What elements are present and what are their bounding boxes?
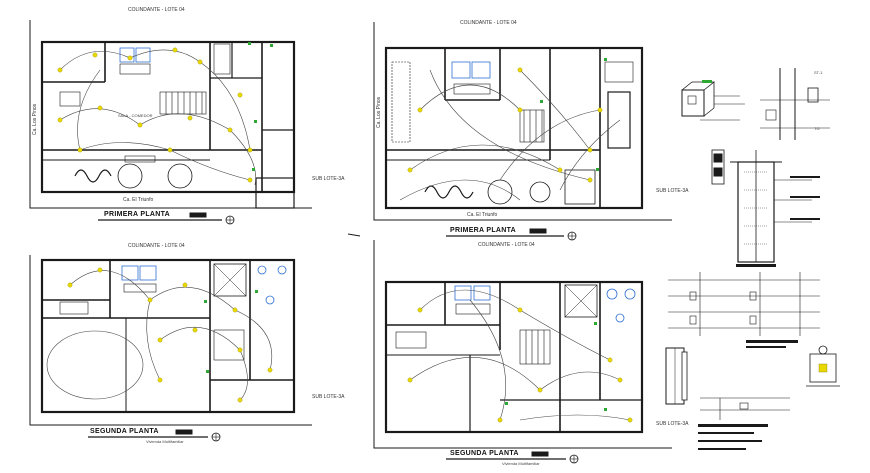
plan-2-bottom-label: Ca. El Triunfo <box>467 212 498 218</box>
plan-3-subtitle: Vivienda Multifamiliar <box>146 439 184 444</box>
plan-4-fixtures <box>407 307 633 423</box>
plan-3-fixtures <box>67 267 273 403</box>
plan-1-switches <box>248 42 273 171</box>
plan-2-below-label: COLINDANTE - LOTE 04 <box>478 242 535 248</box>
plan-1-top-label: COLINDANTE - LOTE 04 <box>128 7 185 13</box>
detail-meter-box <box>681 80 745 121</box>
plan-4-floor <box>373 240 672 449</box>
plan-3-floor <box>29 255 312 426</box>
plan-1-right-label: SUB LOTE-3A <box>312 176 345 182</box>
detail-grounding-well <box>711 149 820 267</box>
plan-3-title-block <box>88 429 221 442</box>
detail-riser <box>760 68 830 140</box>
plan-1-side-label: Ca. Los Pinos <box>32 103 38 135</box>
detail-lamp <box>806 345 840 387</box>
plan-3-right-label: SUB LOTE-3A <box>312 394 345 400</box>
detail-notes <box>698 397 790 450</box>
stray-mark <box>347 233 361 237</box>
plan-1-bottom-label: Ca. El Triunfo <box>123 197 154 203</box>
plan-2-top-label: COLINDANTE - LOTE 04 <box>460 20 517 26</box>
plan-4-title-block <box>446 451 579 464</box>
plan-2-side-label: Ca. Los Pinos <box>376 96 382 128</box>
plan-3-top-label: COLINDANTE - LOTE 04 <box>128 243 185 249</box>
plan-4-switches <box>505 322 607 411</box>
plan-2-floor <box>373 22 672 221</box>
plan-2-title-block <box>446 228 577 241</box>
plan-3-switches <box>204 290 258 373</box>
plan-1-fixtures <box>57 47 253 183</box>
detail-schematic <box>668 272 820 348</box>
plan-2-wiring <box>399 69 621 201</box>
plan-2-right-label: SUB LOTE-3A <box>656 188 689 194</box>
plan-3-wiring <box>46 270 273 401</box>
plan-1-title-block <box>98 212 235 225</box>
plan-1-wiring <box>59 49 256 186</box>
plan-4-wiring <box>409 289 631 421</box>
plan-2-fixtures <box>407 67 603 183</box>
detail-tg-label: TG <box>814 126 820 131</box>
plan-2-title: PRIMERA PLANTA <box>450 227 517 234</box>
plan-4-right-label: SUB LOTE-3A <box>656 421 689 427</box>
plan-1-title: PRIMERA PLANTA <box>104 211 171 218</box>
plan-1-room-label: SALA - COMEDOR <box>118 113 153 118</box>
plan-2-switches <box>540 58 607 171</box>
plan-3-title: SEGUNDA PLANTA <box>90 428 159 435</box>
plan-4-title: SEGUNDA PLANTA <box>450 450 519 457</box>
detail-panel-board <box>665 347 688 405</box>
plan-4-subtitle: Vivienda Multifamiliar <box>502 461 540 466</box>
detail-st1-label: ST-1 <box>814 70 823 75</box>
